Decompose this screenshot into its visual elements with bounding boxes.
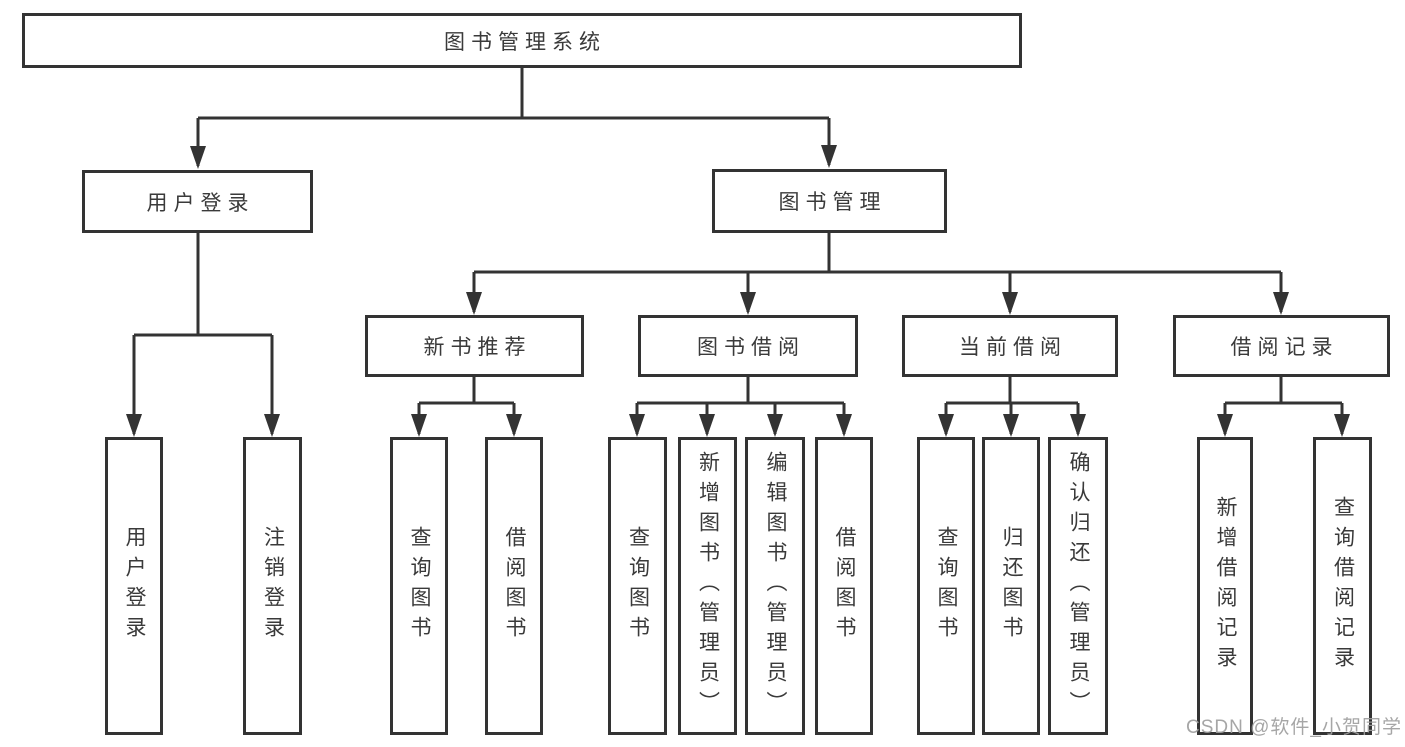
node-borrowing-records: 借阅记录 (1173, 315, 1390, 377)
node-leaf-return-books: 归还图书 (982, 437, 1040, 735)
node-book-borrowing: 图书借阅 (638, 315, 858, 377)
node-leaf-borrow-books-rec: 借阅图书 (485, 437, 543, 735)
node-leaf-query-books-current: 查询图书 (917, 437, 975, 735)
node-leaf-query-borrow-record: 查询借阅记录 (1313, 437, 1372, 735)
watermark: CSDN @软件_小贺同学 (1186, 717, 1402, 738)
node-leaf-query-books-borrow: 查询图书 (608, 437, 667, 735)
node-leaf-query-books-rec: 查询图书 (390, 437, 448, 735)
node-book-management: 图书管理 (712, 169, 947, 233)
node-leaf-confirm-return-admin: 确认归还（管理员） (1048, 437, 1108, 735)
node-leaf-borrow-books: 借阅图书 (815, 437, 873, 735)
node-leaf-add-books-admin: 新增图书（管理员） (678, 437, 737, 735)
node-leaf-logout: 注销登录 (243, 437, 302, 735)
node-library-system: 图书管理系统 (22, 13, 1022, 68)
node-leaf-add-borrow-record: 新增借阅记录 (1197, 437, 1253, 735)
arrowhead-icons (126, 145, 1350, 437)
node-current-borrowing: 当前借阅 (902, 315, 1118, 377)
node-leaf-edit-books-admin: 编辑图书（管理员） (745, 437, 805, 735)
node-leaf-user-login: 用户登录 (105, 437, 163, 735)
node-new-book-recommend: 新书推荐 (365, 315, 584, 377)
node-user-login: 用户登录 (82, 170, 313, 233)
